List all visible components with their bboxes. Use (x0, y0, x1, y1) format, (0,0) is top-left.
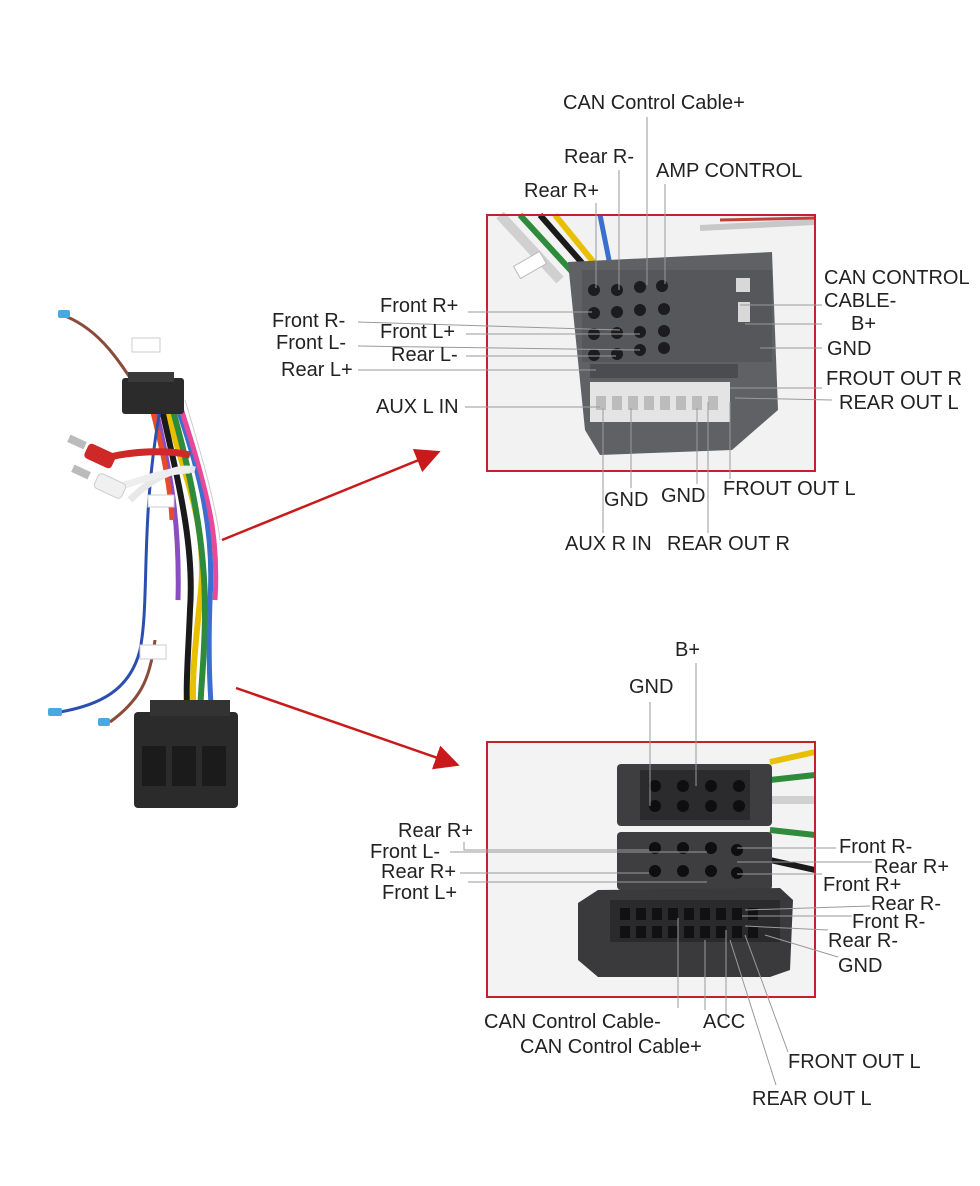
label-gnd-top: GND (629, 676, 674, 698)
label-can-control-line2: CABLE- (824, 290, 897, 312)
label-b-plus: B+ (851, 313, 877, 335)
arrow-to-bottom-connector (235, 686, 460, 770)
label-rear-out-l: REAR OUT L (839, 392, 959, 414)
label-rear-out-r: REAR OUT R (667, 533, 790, 555)
label-rear-r-plus: Rear R+ (524, 180, 600, 202)
label-amp-control: AMP CONTROL (656, 160, 803, 182)
label-frout-out-r: FROUT OUT R (826, 368, 962, 390)
label-rear-l-minus: Rear L- (391, 344, 458, 366)
label-front-out-l: FRONT OUT L (788, 1051, 921, 1073)
label-rear-r-plus-3: Rear R+ (874, 856, 950, 878)
label-front-r-minus-2: Front R- (852, 911, 926, 933)
label-can-control-line1: CAN CONTROL (824, 267, 970, 289)
label-rear-r-minus-2: Rear R- (828, 930, 899, 952)
label-front-r-plus: Front R+ (380, 295, 459, 317)
label-front-l-plus-bottom: Front L+ (382, 882, 458, 904)
label-acc: ACC (703, 1011, 746, 1033)
label-aux-l-in: AUX L IN (376, 396, 459, 418)
label-b-plus-bottom: B+ (675, 639, 701, 661)
label-gnd-right-bottom: GND (838, 955, 883, 977)
top-connector-frame (486, 214, 816, 472)
label-frout-out-l: FROUT OUT L (723, 478, 856, 500)
label-rear-r-plus-1: Rear R+ (398, 820, 474, 842)
label-rear-l-plus: Rear L+ (281, 359, 353, 381)
top-leader-lines (357, 117, 833, 533)
label-front-l-minus: Front L- (276, 332, 347, 354)
label-front-r-minus: Front R- (272, 310, 346, 332)
label-rear-out-l-bottom: REAR OUT L (752, 1088, 872, 1110)
label-can-control-cable-plus-bottom: CAN Control Cable+ (520, 1036, 702, 1058)
label-front-l-minus-bottom: Front L- (370, 841, 441, 863)
label-gnd-right: GND (827, 338, 872, 360)
arrow-to-top-connector (221, 448, 441, 542)
label-front-r-plus-bottom: Front R+ (823, 874, 902, 896)
label-rear-r-minus-1: Rear R- (871, 893, 942, 915)
label-gnd-bottom-1: GND (604, 489, 649, 511)
wiring-harness (48, 310, 238, 808)
label-rear-r-minus: Rear R- (564, 146, 635, 168)
top-connector-photo (487, 211, 816, 471)
bottom-connector-frame (486, 741, 816, 998)
bottom-connector-photo (487, 742, 816, 997)
label-can-control-cable-minus: CAN Control Cable- (484, 1011, 661, 1033)
bottom-leader-lines (450, 663, 872, 1086)
label-front-r-minus-1: Front R- (839, 836, 913, 858)
label-aux-r-in: AUX R IN (565, 533, 652, 555)
label-can-control-cable-plus: CAN Control Cable+ (563, 92, 745, 114)
label-rear-r-plus-2: Rear R+ (381, 861, 457, 883)
label-gnd-bottom-2: GND (661, 485, 706, 507)
label-front-l-plus: Front L+ (380, 321, 456, 343)
